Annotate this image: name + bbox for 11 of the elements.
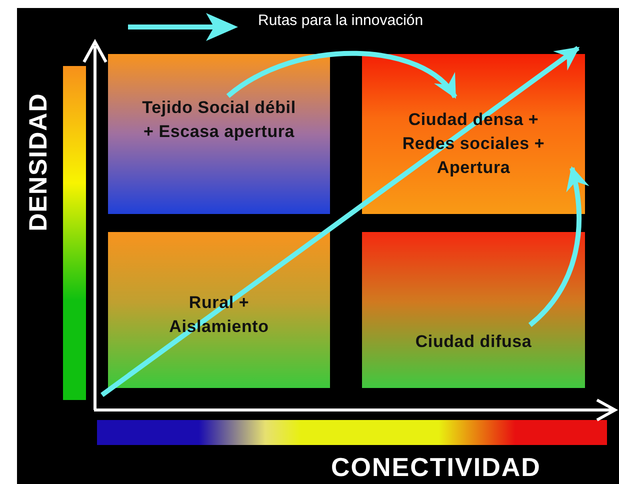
route-arrow: [226, 50, 457, 99]
quadrant-label: Tejido Social débil + Escasa apertura: [141, 97, 297, 143]
axis-label: CONECTIVIDAD: [331, 452, 541, 483]
quadrant-box: [362, 232, 585, 388]
quadrant-box: [108, 232, 330, 388]
axis-label: DENSIDAD: [24, 92, 54, 232]
quadrant-label: Ciudad difusa: [415, 331, 532, 353]
quadrant-box: [108, 54, 330, 214]
legend-label: Rutas para la innovación: [258, 12, 424, 29]
quadrant-box: [362, 54, 585, 214]
route-arrow: [100, 46, 580, 398]
